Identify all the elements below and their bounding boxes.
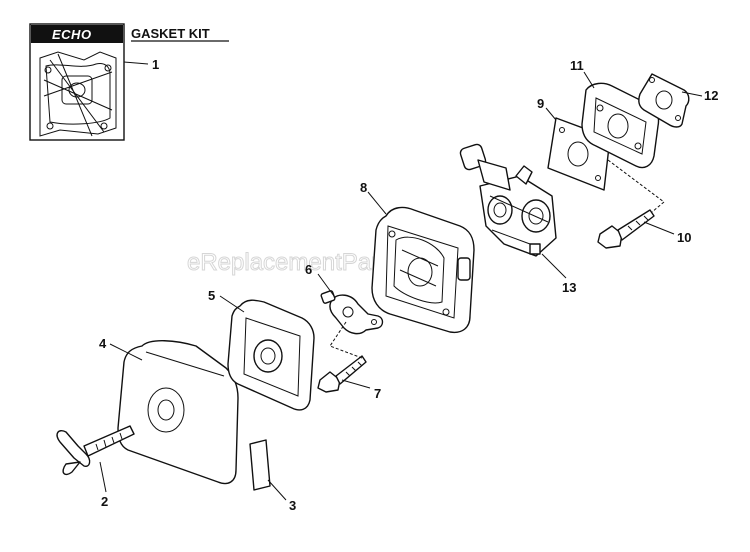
part-12-gasket: [638, 73, 690, 128]
echo-logo-text: ECHO: [52, 27, 92, 42]
callout-4: 4: [99, 336, 107, 351]
callout-9: 9: [537, 96, 544, 111]
gasket-kit-box: ECHO: [29, 23, 125, 141]
gasket-kit-illustration: [39, 51, 117, 137]
callout-7: 7: [374, 386, 381, 401]
callout-10: 10: [677, 230, 691, 245]
part-6-choke-plate: [320, 290, 384, 335]
leader-lines: [99, 61, 703, 501]
gasket-kit-title: GASKET KIT: [131, 26, 210, 41]
echo-logo: [31, 25, 123, 43]
part-8-air-box: [371, 206, 475, 334]
part-7-bolt: [317, 355, 367, 393]
callout-8: 8: [360, 180, 367, 195]
part-5-filter-gasket: [227, 299, 315, 411]
callout-labels: 1 2 3 4 5 6 7 8 9 10 11 12 13: [99, 57, 718, 513]
callout-3: 3: [289, 498, 296, 513]
part-3-filter-element: [249, 439, 271, 491]
part-10-screw: [597, 209, 655, 249]
callout-6: 6: [305, 262, 312, 277]
callout-13: 13: [562, 280, 576, 295]
part-2-wing-bolt: [56, 425, 135, 476]
callout-1: 1: [152, 57, 159, 72]
part-13-carburetor: [459, 143, 557, 257]
part-4-air-filter-cover: [117, 340, 239, 485]
callout-2: 2: [101, 494, 108, 509]
callout-11: 11: [570, 58, 584, 73]
callout-5: 5: [208, 288, 215, 303]
callout-12: 12: [704, 88, 718, 103]
